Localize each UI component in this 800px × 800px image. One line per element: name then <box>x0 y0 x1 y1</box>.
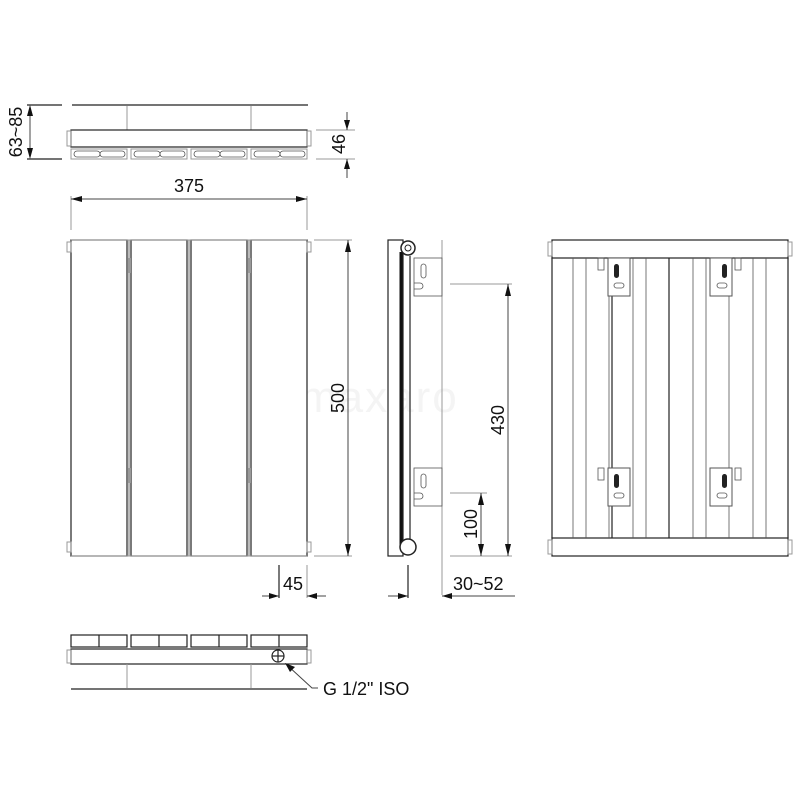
top-view-fins <box>70 148 308 160</box>
front-view: 375 500 45 <box>66 176 352 599</box>
dim-width: 375 <box>174 176 204 196</box>
dim-panel-width: 45 <box>283 574 303 594</box>
bottom-view: G 1/2" ISO <box>66 634 409 699</box>
dim-bracket-spacing: 430 <box>488 405 508 435</box>
wall-bracket-bottom-right <box>709 467 742 507</box>
top-view: 63~85 46 <box>6 104 355 178</box>
dim-height: 500 <box>328 383 348 413</box>
front-panel-4 <box>250 239 308 557</box>
air-vent-icon <box>400 240 416 256</box>
watermark: maxaro <box>300 373 459 422</box>
front-panel-2 <box>130 239 188 557</box>
connection-label: G 1/2" ISO <box>323 679 409 699</box>
rear-view-tubes <box>572 258 767 538</box>
dim-bottom-offset: 100 <box>461 509 481 539</box>
wall-bracket-bottom-left <box>597 467 631 507</box>
dim-wall-offset: 30~52 <box>453 574 504 594</box>
front-panel-3 <box>190 239 248 557</box>
bottom-view-fins <box>70 634 308 648</box>
wall-bracket-top-right <box>709 257 742 297</box>
dim-depth: 46 <box>329 134 349 154</box>
rear-view <box>547 239 793 557</box>
wall-bracket-top-left <box>597 257 631 297</box>
dim-wall-distance: 63~85 <box>6 107 26 158</box>
front-panel-1 <box>70 239 128 557</box>
side-view: 430 100 30~52 <box>387 239 515 599</box>
